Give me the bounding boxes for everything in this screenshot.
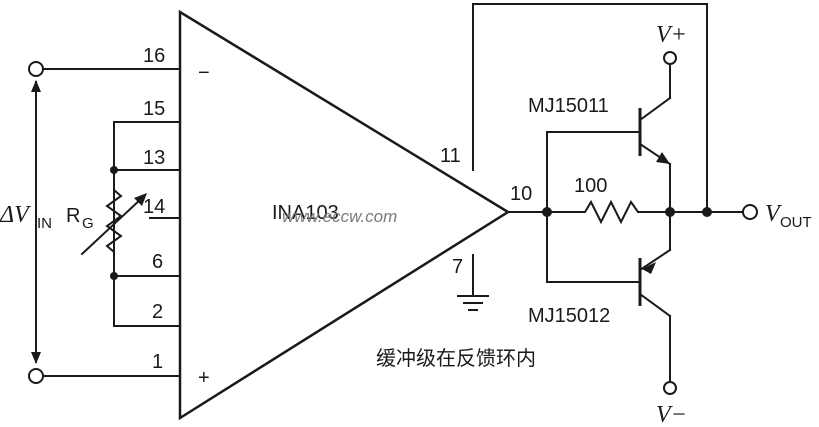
output-terminal <box>742 204 758 220</box>
diagram-caption: 缓冲级在反馈环内 <box>376 346 536 370</box>
pin-10: 10 <box>510 183 532 205</box>
pin-16: 16 <box>143 45 165 67</box>
vminus-terminal <box>663 381 677 395</box>
delta-v-label: ΔV <box>0 202 31 228</box>
arrow-up-icon <box>31 80 41 92</box>
upper-transistor-label: MJ15011 <box>528 95 609 117</box>
feedback-loop <box>472 3 708 297</box>
input-terminal-bottom <box>28 368 44 384</box>
pin-2: 2 <box>152 301 163 323</box>
pin-1: 1 <box>152 351 163 373</box>
pin-14: 14 <box>143 196 165 218</box>
inverting-sign: − <box>198 62 210 84</box>
pin-6: 6 <box>152 251 163 273</box>
vout-label: V <box>765 201 782 227</box>
junction-dot <box>702 207 712 217</box>
amplifier-triangle <box>178 9 511 421</box>
watermark: www.eccw.com <box>282 207 397 226</box>
lower-transistor-label: MJ15012 <box>528 305 610 327</box>
pin-7: 7 <box>452 256 463 278</box>
ground-icon <box>457 295 489 311</box>
rg-label: R <box>66 205 80 227</box>
vout-subscript: OUT <box>780 214 812 231</box>
input-terminal-top <box>28 61 44 77</box>
vplus-label: V+ <box>656 22 687 48</box>
rg-variable-resistor <box>80 169 147 277</box>
delta-v-subscript: IN <box>37 215 52 232</box>
pin-15: 15 <box>143 98 165 120</box>
junction-dot <box>542 207 552 217</box>
vplus-terminal <box>663 51 677 65</box>
pin-11: 11 <box>440 145 461 167</box>
arrow-down-icon <box>31 352 41 364</box>
resistor-value: 100 <box>574 175 607 197</box>
output-network <box>507 131 745 283</box>
rg-subscript: G <box>82 215 94 232</box>
amplifier-name: INA103 <box>272 202 339 224</box>
vminus-label: V− <box>656 402 687 427</box>
npn-transistor-icon <box>638 61 672 213</box>
noninverting-sign: + <box>198 367 210 389</box>
pin-13: 13 <box>143 147 165 169</box>
pnp-transistor-icon <box>638 211 672 381</box>
